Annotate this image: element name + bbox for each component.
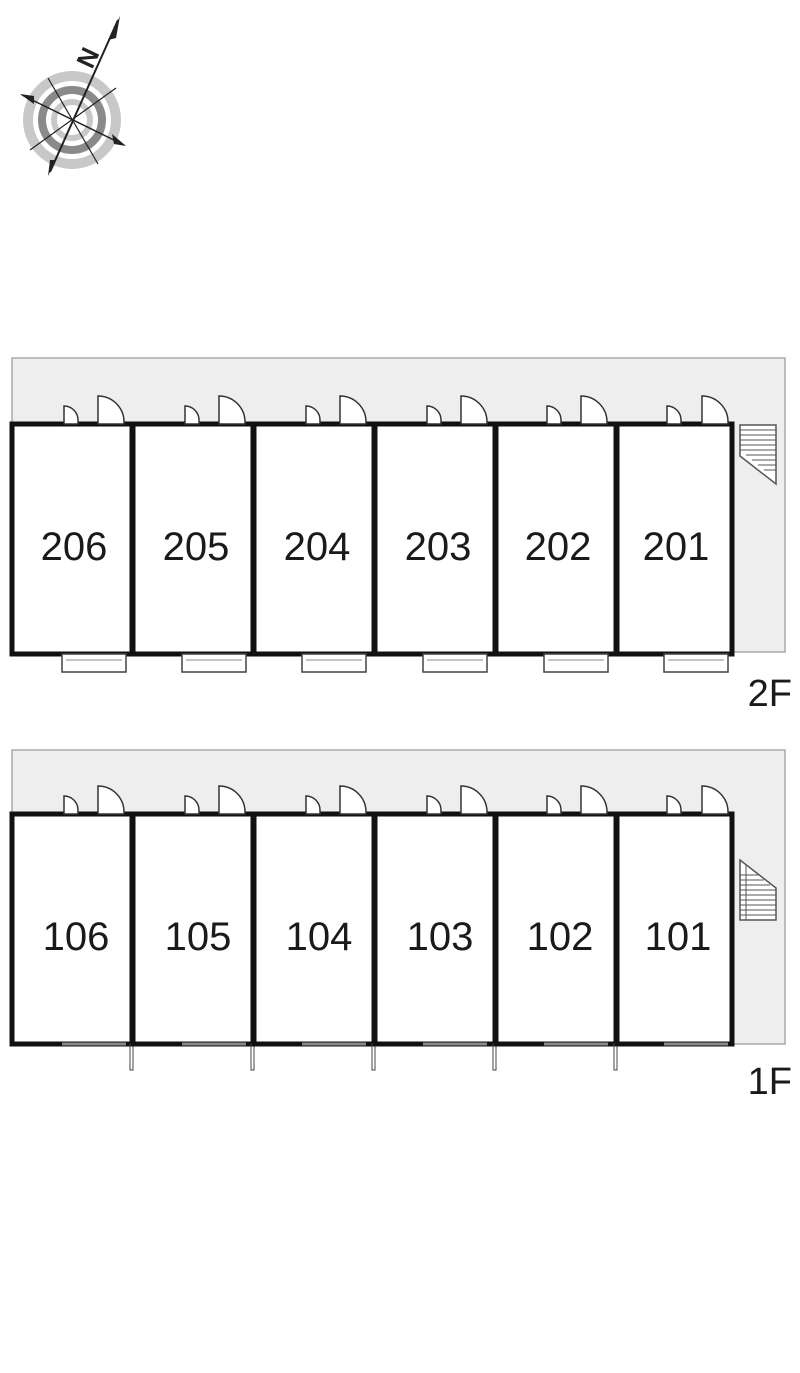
unit-106: 106 bbox=[9, 785, 135, 1071]
partition-fence bbox=[250, 1043, 255, 1071]
staircase-2f bbox=[739, 424, 777, 486]
unit-201: 201 bbox=[614, 395, 735, 673]
entry-door-icon bbox=[97, 395, 125, 425]
small-door-icon bbox=[305, 405, 321, 425]
entry-door-icon bbox=[460, 785, 488, 815]
entry-door-icon bbox=[339, 395, 367, 425]
balcony bbox=[422, 653, 488, 673]
partition-fence bbox=[613, 1043, 618, 1071]
unit-101: 101 bbox=[614, 785, 735, 1047]
entry-door-icon bbox=[580, 395, 608, 425]
floor-2f: 206 205 204 203 bbox=[9, 357, 792, 715]
entry-door-icon bbox=[339, 785, 367, 815]
entry-door-icon bbox=[97, 785, 125, 815]
entry-door-icon bbox=[218, 785, 246, 815]
balcony bbox=[663, 653, 729, 673]
unit-number: 102 bbox=[527, 915, 594, 959]
unit-105: 105 bbox=[130, 785, 256, 1071]
unit-room bbox=[130, 421, 256, 657]
small-door-icon bbox=[426, 405, 442, 425]
unit-203: 203 bbox=[372, 395, 498, 673]
small-door-icon bbox=[63, 795, 79, 815]
unit-room bbox=[614, 421, 735, 657]
small-door-icon bbox=[546, 795, 562, 815]
unit-number: 202 bbox=[525, 525, 592, 569]
entry-door-icon bbox=[701, 395, 729, 425]
unit-number: 105 bbox=[165, 915, 232, 959]
floor-1f: 106 105 104 103 bbox=[9, 749, 792, 1103]
balcony bbox=[543, 653, 609, 673]
entry-door-icon bbox=[460, 395, 488, 425]
balcony bbox=[181, 653, 247, 673]
unit-204: 204 bbox=[251, 395, 377, 673]
compass-arrow-e-icon bbox=[112, 134, 126, 146]
compass-north-letter: N bbox=[70, 43, 105, 73]
small-door-icon bbox=[666, 795, 682, 815]
small-door-icon bbox=[63, 405, 79, 425]
unit-number: 101 bbox=[645, 915, 712, 959]
unit-number: 104 bbox=[286, 915, 353, 959]
small-door-icon bbox=[426, 795, 442, 815]
entry-door-icon bbox=[701, 785, 729, 815]
small-door-icon bbox=[184, 795, 200, 815]
compass-ring-outer bbox=[23, 71, 121, 169]
small-door-icon bbox=[184, 405, 200, 425]
unit-103: 103 bbox=[372, 785, 498, 1071]
compass-arrow-s-icon bbox=[48, 160, 56, 176]
north-arrow-icon bbox=[108, 16, 120, 40]
partition-fence bbox=[492, 1043, 497, 1071]
partition-fence bbox=[371, 1043, 376, 1071]
floor-label-1f: 1F bbox=[748, 1061, 792, 1103]
entry-door-icon bbox=[218, 395, 246, 425]
balcony bbox=[61, 653, 127, 673]
compass-axis-diag1 bbox=[29, 87, 117, 151]
unit-number: 103 bbox=[407, 915, 474, 959]
unit-number: 204 bbox=[284, 525, 351, 569]
unit-202: 202 bbox=[493, 395, 619, 673]
compass-axis-ns bbox=[49, 19, 119, 173]
small-door-icon bbox=[666, 405, 682, 425]
compass-arrow-w-icon bbox=[20, 94, 34, 104]
unit-room bbox=[9, 421, 135, 657]
unit-number: 203 bbox=[405, 525, 472, 569]
compass-axis-diag2 bbox=[47, 77, 99, 165]
unit-number: 201 bbox=[643, 525, 710, 569]
unit-206: 206 bbox=[9, 395, 135, 673]
balcony bbox=[301, 653, 367, 673]
entry-door-icon bbox=[580, 785, 608, 815]
small-door-icon bbox=[546, 405, 562, 425]
floor-label-2f: 2F bbox=[748, 673, 792, 715]
partition-fence bbox=[129, 1043, 134, 1071]
unit-104: 104 bbox=[251, 785, 377, 1071]
unit-number: 106 bbox=[43, 915, 110, 959]
compass-ring-inner bbox=[38, 86, 106, 154]
small-door-icon bbox=[305, 795, 321, 815]
unit-number: 205 bbox=[163, 525, 230, 569]
staircase-1f bbox=[739, 858, 777, 921]
compass-rose: N bbox=[20, 16, 126, 176]
unit-room bbox=[251, 421, 377, 657]
unit-102: 102 bbox=[493, 785, 619, 1071]
unit-number: 206 bbox=[41, 525, 108, 569]
unit-205: 205 bbox=[130, 395, 256, 673]
compass-ring-core bbox=[51, 99, 93, 141]
